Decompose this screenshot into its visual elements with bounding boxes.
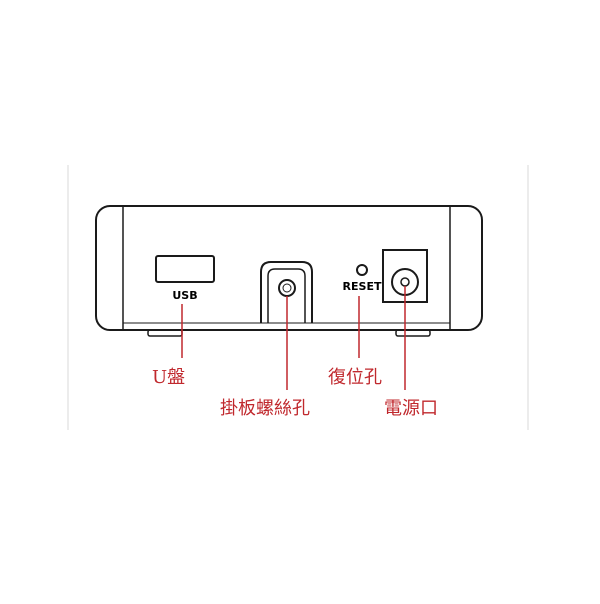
device-body [95,205,483,331]
mount-screw-hole-core [282,283,292,293]
reset-hole [356,264,368,276]
usb-drive-callout: U盤 [152,367,185,388]
reset-hole-callout: 復位孔 [328,367,382,388]
power-port-callout: 電源口 [384,398,438,419]
mount-screw-bracket [260,261,313,323]
usb-port [155,255,215,283]
reset-hole-label: RESET [343,280,382,293]
device-foot-right [395,329,431,337]
mount-screw-hole-callout: 掛板螺絲孔 [220,398,310,419]
mount-bracket-outer [260,261,313,323]
callout-leaders [181,286,406,390]
mount-screw-hole [278,279,296,297]
device-outer-shell [95,205,483,331]
mount-bracket-inner [267,268,306,323]
usb-port-label: USB [172,289,197,302]
power-port-pin [400,277,410,287]
